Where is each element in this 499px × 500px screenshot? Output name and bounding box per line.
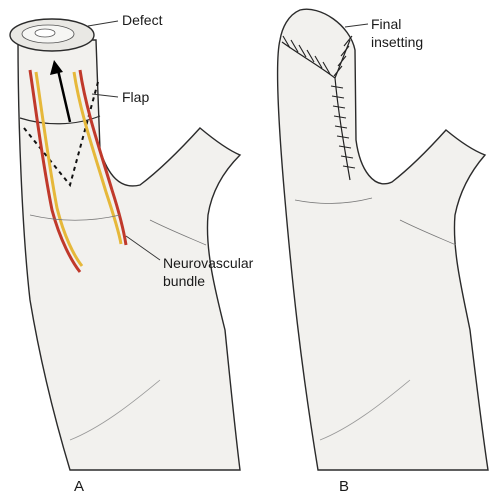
panel-a-defect-leader (87, 20, 119, 27)
panel-b-letter: B (339, 478, 350, 495)
panel-b-hand (276, 8, 489, 471)
panel-a-drawing (9, 18, 242, 471)
panel-a-advancement-arrow (56, 69, 72, 123)
panel-a-bundle-right-artery (78, 69, 128, 246)
flap-label: Flap (122, 89, 150, 105)
panel-a-flap-line (19, 115, 101, 125)
panel-b-suture-line (281, 39, 351, 181)
panel-b-stitches (282, 35, 356, 169)
panel-a-bundle-right-nerve (72, 71, 123, 245)
neurovascular-label-line1: Neurovascular (163, 255, 254, 271)
panel-a-bundle-leader (125, 235, 161, 261)
panel-a-bundle-left-nerve (34, 71, 84, 267)
panel-b-final-leader (344, 23, 369, 28)
final-insetting-label-line2: insetting (371, 34, 424, 50)
panel-a-letter: A (74, 478, 85, 495)
panel-a-flap-leader (91, 93, 119, 98)
panel-a-hand (17, 39, 242, 471)
defect-label: Defect (122, 12, 163, 28)
final-insetting-label-line1: Final (371, 16, 402, 32)
neurovascular-label-line2: bundle (163, 273, 206, 289)
panel-a-bundle-left-artery (28, 69, 82, 273)
panel-b-drawing (276, 8, 489, 471)
